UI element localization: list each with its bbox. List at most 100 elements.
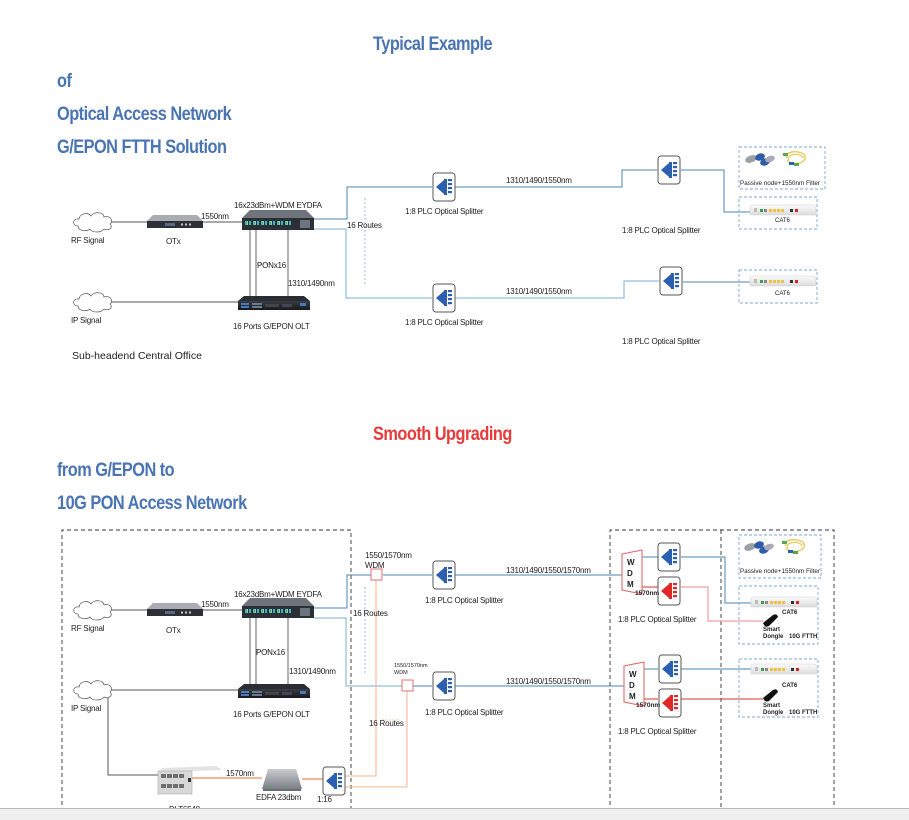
section1-subtitle-line-1: of [57,71,72,92]
rf-cloud-icon [73,600,113,621]
splitter-label: 1:8 PLC Optical Splitter [405,318,484,327]
wdm-label: WDM [394,670,408,676]
fiber-splitter2-splitter4 [455,280,659,299]
wavelength-triple-bottom-label: 1310/1490/1550nm [506,287,572,296]
splitter-1-16-icon [322,766,346,796]
onu-device-icon [750,596,818,608]
onu-device-icon [749,275,817,287]
central-office-label: Sub-headend Central Office [72,350,202,362]
splitter-icon [658,654,682,684]
fiber-splitter-onu-top [681,556,752,604]
passive-node-filter-icon [742,539,805,556]
otx-label: OTx [166,626,181,635]
eydfa-device-icon [242,598,314,618]
ip-signal-label: IP Signal [71,316,102,325]
section2-fibers [107,556,763,788]
wdm-letter-w: W [629,670,637,679]
pon-label: PONx16 [256,648,286,657]
fiber-splitter3-onu [681,169,752,213]
fiber-split116-wdm1 [344,580,377,777]
routes-label: 16 Routes [369,719,404,728]
rf-cloud-icon [73,212,113,233]
wavelength-1570-label: 1570nm [635,590,660,597]
splitter-label: 1:8 PLC Optical Splitter [405,207,484,216]
section2-subtitle-line-2: 10G PON Access Network [57,493,247,514]
wavelength-quad-top-label: 1310/1490/1550/1570nm [506,566,591,575]
fiber-eydfa-splitter2 [314,228,432,299]
splitter-icon [432,283,456,313]
dongle-label: Dongle [763,634,784,640]
central-office-region [61,529,352,819]
cat6-label: CAT6 [775,218,790,224]
onu-box-bottom [738,658,819,718]
dlt6548-device-icon [157,766,222,795]
smart-label: Smart [763,627,781,633]
splitter-1-16-label: 1:16 [317,795,332,804]
olt-label: 16 Ports G/EPON OLT [233,710,310,719]
wdm-letter-m: M [627,580,634,589]
fiber-splitter-dongle-top [681,586,763,622]
eydfa-label: 16x23dBm+WDM EYDFA [234,590,322,599]
wdm-letter-m: M [629,692,636,701]
splitter-label: 1:8 PLC Optical Splitter [425,596,504,605]
cat6-label: CAT6 [775,291,790,297]
eydfa-label: 16x23dBm+WDM EYDFA [234,201,322,210]
cat6-label: CAT6 [782,610,798,616]
section1-fibers [110,169,752,303]
splitter-red-icon [657,576,681,606]
fiber-split116-wdm2 [344,691,408,788]
routes-label: 16 Routes [347,221,382,230]
wdm-letter-d: D [629,681,635,690]
wdm-label: WDM [365,561,385,570]
splitter-label: 1:8 PLC Optical Splitter [425,708,504,717]
ip-to-dlt-line [107,698,160,776]
splitter-icon [432,172,456,202]
wavelength-1310-1490-label: 1310/1490nm [288,279,335,288]
edfa-label: EDFA 23dbm [256,793,302,802]
olt-device-icon [238,296,310,310]
onu-box-top [738,585,819,645]
fiber-eydfa-wdm1 [314,574,372,609]
ip-cloud-icon [73,292,113,313]
onu-device-icon [750,663,818,675]
smart-dongle-icon [763,689,778,702]
wdm-coupler-icon [370,568,383,581]
wavelength-1310-1490-label: 1310/1490nm [289,667,336,676]
splitter-icon [657,155,681,185]
otx-device-icon [147,215,203,228]
onu-device-icon [749,204,817,216]
cat6-label: CAT6 [782,683,798,689]
wdm-wavelength-label: 1550/1570nm [394,663,428,669]
splitter-label: 1:8 PLC Optical Splitter [618,615,697,624]
section2-subtitle-line-1: from G/EPON to [57,460,175,481]
splitter-label: 1:8 PLC Optical Splitter [622,337,701,346]
splitter-icon [659,266,683,296]
splitter-label: 1:8 PLC Optical Splitter [622,226,701,235]
outside-region [609,529,835,819]
section1-subtitle-line-2: Optical Access Network [57,104,232,125]
eydfa-device-icon [242,210,314,230]
passive-node-label: Passive node+1550nm Filter [740,180,820,187]
olt-label: 16 Ports G/EPON OLT [233,322,310,331]
splitter-icon [432,671,456,701]
splitter-label: 1:8 PLC Optical Splitter [618,727,697,736]
ftth-label: 10G FTTH [789,710,818,716]
wdm-coupler-icon [401,679,414,692]
routes-label: 16 Routes [353,609,388,618]
smart-dongle-icon [763,614,778,627]
section2-regions [61,529,835,819]
wavelength-quad-bottom-label: 1310/1490/1550/1570nm [506,677,591,686]
splitter-icon [432,560,456,590]
fiber-eydfa-splitter1 [314,186,432,220]
onu-box-bottom [738,269,818,304]
section1-title: Typical Example [373,34,493,55]
passive-node-filter-icon [743,151,806,168]
ftth-label: 10G FTTH [789,634,818,640]
section1-subtitle-line-3: G/EPON FTTH Solution [57,137,227,158]
wavelength-triple-top-label: 1310/1490/1550nm [506,176,572,185]
fiber-splitter1-splitter3 [455,169,657,188]
olt-device-icon [238,684,310,698]
section2-title: Smooth Upgrading [373,424,512,445]
pon-label: PONx16 [257,261,287,270]
